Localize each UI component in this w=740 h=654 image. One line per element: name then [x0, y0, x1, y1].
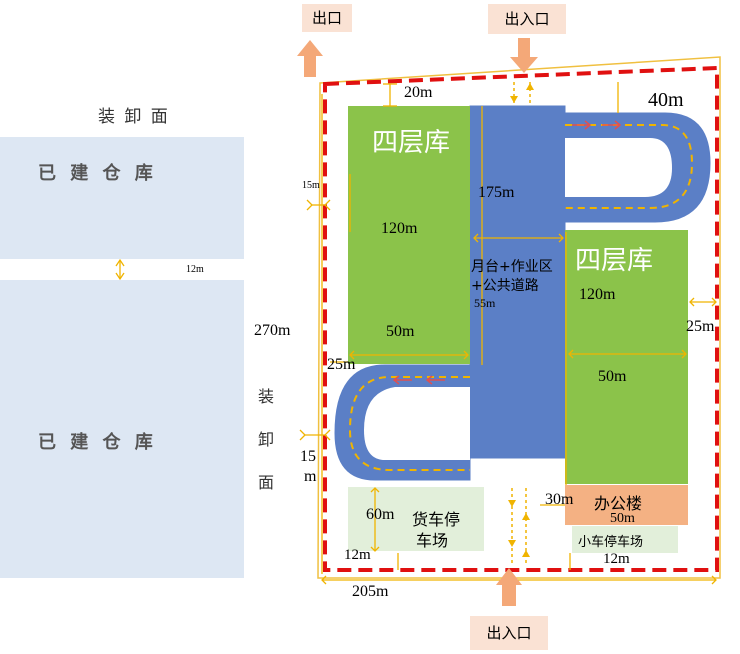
- dim-25m-left: 25m: [327, 356, 356, 373]
- dim-15m-bottom-unit: m: [304, 468, 317, 485]
- existing-warehouse-1: [0, 137, 244, 259]
- upper-loop-cutout: [565, 138, 672, 197]
- existing-warehouse-2: [0, 280, 244, 578]
- warehouse-4f-right: [565, 230, 688, 484]
- dim-175m: 175m: [478, 184, 515, 201]
- dim-50m-left: 50m: [386, 323, 415, 340]
- dimension-lines: [119, 82, 716, 581]
- existing-warehouse-1-label: 已 建 仓 库: [38, 163, 157, 184]
- upper-loop-lane: [565, 124, 694, 209]
- dim-55m: 55m: [474, 296, 496, 310]
- dim-12m-bottom-right: 12m: [603, 551, 630, 567]
- dim-50m-office: 50m: [610, 511, 635, 526]
- warehouse-gap-dimension: 12m: [186, 264, 204, 275]
- dimension-arrowheads: [115, 199, 717, 585]
- platform-label-line1: 月台+作业区: [471, 259, 553, 275]
- warehouse-4f-left: [348, 106, 470, 364]
- flow-arrows-lower: [392, 375, 445, 385]
- existing-warehouse-2-label: 已 建 仓 库: [38, 432, 157, 453]
- dim-120m-right: 120m: [579, 286, 616, 303]
- platform-label-line2: +公共道路: [471, 278, 539, 294]
- site-boundary-red: [323, 65, 719, 572]
- flow-arrows-upper: [572, 120, 622, 130]
- entry-arrow-top: [510, 38, 538, 73]
- dim-15m-bottom: 15: [300, 448, 316, 465]
- loading-face-label-top: 装 卸 面: [98, 107, 170, 127]
- truck-parking-label-2: 车场: [416, 531, 449, 550]
- entry-gate-label-bottom: 出入口: [470, 616, 548, 650]
- entry-gate-label-top: 出入口: [488, 4, 566, 34]
- office-label: 办公楼: [594, 494, 643, 513]
- dim-12m-bottom-left: 12m: [344, 547, 371, 563]
- warehouse-right-label: 四层库: [575, 246, 654, 276]
- dim-30m: 30m: [545, 491, 574, 508]
- dim-25m-right: 25m: [686, 318, 715, 335]
- dim-40m: 40m: [648, 89, 684, 111]
- dim-270m: 270m: [254, 322, 291, 339]
- exit-arrow-top: [297, 40, 323, 77]
- lower-loop-cutout: [364, 387, 470, 460]
- dim-60m: 60m: [366, 506, 395, 523]
- truck-parking-area: [348, 487, 484, 551]
- office-building: [565, 485, 688, 525]
- dim-15m-top: 15m: [302, 180, 320, 191]
- loading-face-label-side-1: 装: [258, 387, 275, 406]
- car-parking-label: 小车停车场: [578, 535, 644, 550]
- dim-50m-right: 50m: [598, 368, 627, 385]
- loading-face-label-side-2: 卸: [258, 430, 275, 449]
- entry-arrow-bottom: [496, 568, 522, 606]
- gate-flow-arrowheads: [508, 83, 534, 557]
- exit-gate-label-top: 出口: [302, 4, 352, 32]
- loading-face-label-side-3: 面: [258, 473, 275, 492]
- warehouse-left-label: 四层库: [372, 128, 451, 158]
- truck-parking-label-1: 货车停: [412, 510, 461, 529]
- dim-205m: 205m: [352, 583, 389, 600]
- dim-20m: 20m: [404, 84, 433, 101]
- dim-120m-left: 120m: [381, 220, 418, 237]
- car-parking-area: [572, 526, 678, 553]
- site-boundary-outer: [317, 56, 721, 579]
